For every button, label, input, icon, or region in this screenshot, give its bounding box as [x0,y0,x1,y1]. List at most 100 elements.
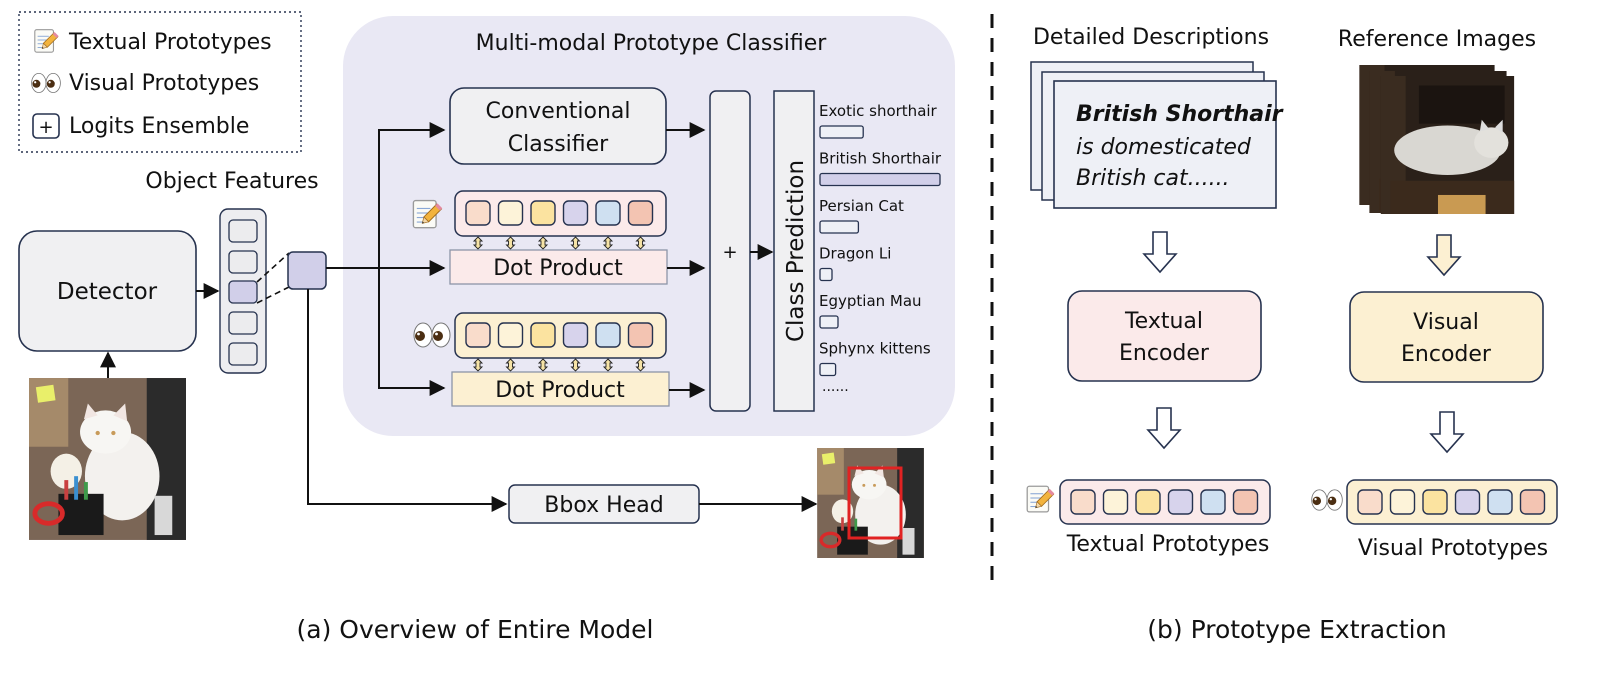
legend: Textual Prototypes Visual Prototypes + L… [18,11,302,153]
class-label: Dragon Li [819,245,891,263]
prototype-cell [1487,489,1513,515]
prototype-dot-links-bottom [472,358,646,372]
visual-encoder-line2: Encoder [1401,342,1492,367]
zoom-line-bottom [256,286,290,304]
detector-label: Detector [57,279,158,305]
up-down-arrow-icon [570,358,581,372]
prototype-cell [627,200,654,226]
textual-prototype-row [454,190,667,237]
prototype-cell [497,322,524,348]
dot-product-bottom-box [451,371,670,407]
feature-cell [228,311,258,335]
class-more: ...... [822,379,849,395]
class-label: Persian Cat [819,197,904,215]
class-score-bar [819,362,837,377]
caption-a: (a) Overview of Entire Model [297,615,654,644]
prototype-cell [465,322,491,348]
description-line-2: is domesticated [1076,135,1252,160]
class-score-bar [819,220,860,234]
visual-prototype-row [454,312,667,359]
class-score-bar [819,125,864,139]
zoom-line-top [256,252,290,283]
legend-frame [18,11,302,153]
up-down-arrow-icon [472,236,484,250]
class-prediction-label: Class Prediction [783,160,809,342]
feature-cell [228,342,258,366]
plus-icon [32,113,60,139]
prototype-dot-links-top [472,236,646,250]
reference-image-front [1380,76,1515,214]
prototype-cell [1070,489,1096,515]
conventional-classifier-box [449,87,667,165]
feature-stack [219,208,267,374]
down-arrow-icon [1429,411,1465,454]
prototype-cell [530,322,556,348]
reference-images-label: Reference Images [1338,27,1536,52]
prototype-cell [497,200,524,226]
prototype-cell [627,322,654,348]
dot-product-top-box [449,249,668,285]
dot-product-bottom-label: Dot Product [495,378,625,403]
prototype-cell [465,200,491,226]
down-arrow-icon [1142,231,1178,274]
legend-textual-label: Textual Prototypes [68,30,272,55]
prototype-cell [1357,489,1383,515]
class-label: Sphynx kittens [819,340,931,358]
textual-encoder-line2: Encoder [1119,341,1210,366]
legend-ensemble-label: Logits Ensemble [69,114,249,139]
predicted-bbox [847,466,903,540]
prototype-cell [562,322,589,348]
eyes-icon [1311,489,1343,511]
object-features-label: Object Features [145,169,318,194]
visual-encoder-line1: Visual [1413,310,1479,335]
up-down-arrow-icon [505,358,516,372]
up-down-arrow-icon [635,236,646,250]
output-image [817,448,924,558]
ensemble-symbol: + [722,242,737,263]
arrow-to-dot-product-bottom [378,268,446,396]
caption-b: (b) Prototype Extraction [1147,615,1447,644]
prototype-cell [1232,489,1259,515]
prototype-cell [1135,489,1161,515]
conventional-classifier-line1: Conventional [486,99,631,124]
visual-prototypes-output [1346,479,1558,525]
up-down-arrow-icon [570,236,581,250]
up-down-arrow-icon [602,236,614,250]
textual-encoder-box [1067,290,1262,382]
up-down-arrow-icon [505,236,516,250]
class-score-bar [819,315,839,329]
prototype-cell [595,322,621,348]
prototype-cell [1102,489,1129,515]
dot-product-top-label: Dot Product [493,256,623,281]
description-card-front [1053,80,1277,209]
description-line-3: British cat...... [1076,166,1230,191]
prototype-cell [1422,489,1448,515]
visual-prototypes-label: Visual Prototypes [1358,536,1548,561]
up-down-arrow-icon [472,358,484,372]
prototype-cell [530,200,556,226]
textual-encoder-line1: Textual [1124,309,1203,334]
prototype-cell [1389,489,1416,515]
prototype-cell [562,200,589,226]
down-arrow-icon [1426,234,1462,277]
class-label: Exotic shorthair [819,102,938,120]
up-down-arrow-icon [537,358,549,372]
arrow-to-conventional [378,122,446,268]
feature-cell [228,219,258,243]
up-down-arrow-icon [635,358,646,372]
class-score-bar [819,267,833,282]
class-score-bar [819,172,941,187]
selected-feature [287,251,327,290]
textual-prototypes-output [1059,479,1271,525]
legend-visual-label: Visual Prototypes [69,71,259,96]
bbox-head-label: Bbox Head [544,493,663,518]
description-line-1: British Shorthair [1076,102,1284,127]
down-arrow-icon [1146,407,1182,450]
class-label: British Shorthair [819,150,942,168]
prototype-cell [1519,489,1546,515]
prototype-cell [1200,489,1226,515]
prototype-cell [595,200,621,226]
detailed-descriptions-label: Detailed Descriptions [1033,25,1269,50]
prototype-cell [1454,489,1481,515]
